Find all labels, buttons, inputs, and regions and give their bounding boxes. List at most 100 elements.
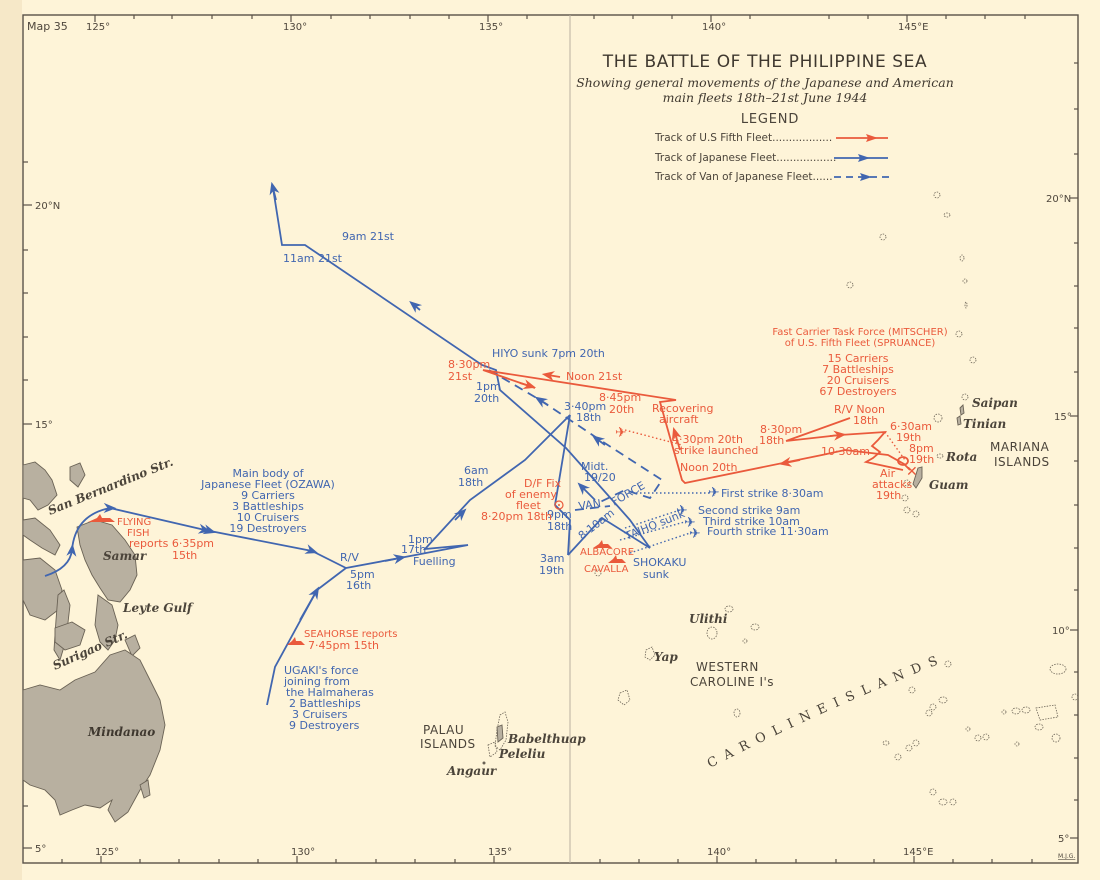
- label-fuelling: Fuelling: [413, 555, 456, 568]
- label-strike-launched-2: strike launched: [674, 444, 758, 457]
- label-1pm-20-2: 20th: [474, 392, 499, 405]
- label-rv-time-2: 16th: [346, 579, 371, 592]
- df-fix-icon: [554, 500, 564, 510]
- label-samar: Samar: [103, 549, 148, 563]
- cartographer-credit: M.J.G.: [1058, 853, 1075, 860]
- label-babelthuap: Babelthuap: [507, 732, 586, 746]
- map-subtitle-2: main fleets 18th–21st June 1944: [663, 90, 868, 105]
- svg-text:20 Cruisers: 20 Cruisers: [827, 374, 890, 387]
- label-albacore: ALBACORE: [580, 547, 634, 558]
- luzon-bicol: [22, 461, 58, 511]
- label-fourth-strike: Fourth strike 11·30am: [707, 525, 829, 538]
- label-9pm-2: 18th: [547, 520, 572, 533]
- paper-edge: [0, 0, 22, 880]
- top-lon-125: 125°: [86, 22, 110, 33]
- western-caroline-atolls: [594, 569, 760, 718]
- label-9am-21: 9am 21st: [342, 230, 395, 243]
- label-rv-noon-1: R/V Noon: [834, 403, 885, 416]
- label-fuelling-time-2: 17th: [401, 543, 426, 556]
- right-lat-10: 10°: [1052, 626, 1070, 637]
- label-van: VAN: [578, 497, 602, 513]
- us-strike-track: [624, 429, 683, 446]
- label-flying-fish-1: FLYING: [117, 517, 151, 528]
- caroline-atolls: [882, 660, 1079, 806]
- mindanao-island: [22, 649, 166, 823]
- map-title: THE BATTLE OF THE PHILIPPINE SEA: [602, 52, 928, 72]
- label-mariana-1: MARIANA: [990, 440, 1050, 454]
- plane-icon-second: ✈: [676, 503, 688, 519]
- us-fleet-track: ✕: [482, 369, 918, 484]
- label-630am-1: 6·30am: [890, 420, 932, 433]
- ugaki-force-label: UGAKI's force joining from the Halmahera…: [283, 664, 374, 732]
- us-strike-plane-icon: ✈: [615, 425, 627, 441]
- svg-text:Main body of: Main body of: [232, 467, 304, 480]
- plane-icon-first: ✈: [708, 485, 720, 501]
- legend-item-japanese-fleet: Track of Japanese Fleet.................…: [654, 152, 888, 164]
- japanese-main-body-label: Main body of Japanese Fleet (OZAWA) 9 Ca…: [200, 467, 335, 535]
- label-rv-noon-2: 18th: [853, 414, 878, 427]
- bottom-lon-130: 130°: [291, 847, 315, 858]
- label-angaur: Angaur: [446, 764, 498, 778]
- guam-island: [912, 466, 923, 489]
- label-flying-fish-2: FISH: [127, 528, 150, 539]
- label-second-strike: Second strike 9am: [698, 504, 800, 517]
- label-palau-2: ISLANDS: [420, 737, 476, 751]
- label-1pm-20-1: 1pm: [476, 380, 501, 393]
- svg-text:Track of Japanese Fleet.......: Track of Japanese Fleet.................…: [654, 152, 836, 164]
- label-mindanao: Mindanao: [87, 725, 155, 739]
- label-noon-20: Noon 20th: [680, 461, 737, 474]
- label-df-fix-4: 8·20pm 18th: [481, 510, 552, 523]
- japanese-fleet-track: [44, 181, 664, 706]
- label-guam: Guam: [929, 478, 968, 492]
- label-flying-fish-3: reports 6·35pm: [129, 537, 214, 550]
- label-11am-21: 11am 21st: [283, 252, 343, 265]
- bottom-lon-140: 140°: [707, 847, 731, 858]
- bottom-lon-145: 145°E: [903, 847, 933, 858]
- label-shokaku-2: sunk: [643, 568, 670, 581]
- right-lat-5: 5°: [1058, 834, 1069, 845]
- label-yap: Yap: [654, 650, 678, 664]
- map-number: Map 35: [27, 20, 68, 33]
- label-6am-2: 18th: [458, 476, 483, 489]
- label-3am-2: 19th: [539, 564, 564, 577]
- label-830pm-21-2: 21st: [448, 370, 473, 383]
- label-830pm-18-2: 18th: [759, 434, 784, 447]
- top-lon-135: 135°: [479, 22, 503, 33]
- top-lon-130: 130°: [283, 22, 307, 33]
- label-rv: R/V: [340, 551, 359, 564]
- label-8pm-19-1: 8pm: [909, 442, 934, 455]
- submarine-seahorse-icon: [287, 637, 305, 645]
- svg-text:3 Cruisers: 3 Cruisers: [292, 708, 348, 721]
- legend-heading: LEGEND: [741, 112, 799, 127]
- left-axis-ticks: [23, 161, 32, 849]
- svg-text:9 Destroyers: 9 Destroyers: [289, 719, 360, 732]
- label-western-caroline-1: WESTERN: [696, 660, 759, 674]
- legend-item-us-fleet: Track of U.S Fifth Fleet................…: [654, 132, 888, 144]
- plane-icon-third: ✈: [684, 515, 696, 531]
- svg-text:19 Destroyers: 19 Destroyers: [229, 522, 307, 535]
- label-leyte-gulf: Leyte Gulf: [122, 601, 194, 615]
- left-lat-5: 5°: [35, 844, 46, 855]
- masbate: [22, 517, 61, 556]
- dinagat: [124, 634, 141, 657]
- label-recovering-2: aircraft: [659, 413, 699, 426]
- label-845pm-2: 20th: [609, 403, 634, 416]
- label-ulithi: Ulithi: [689, 612, 728, 626]
- japanese-air-strikes: ✈ ✈ ✈ ✈: [619, 485, 720, 554]
- submarine-albacore-icon: [593, 540, 612, 548]
- label-845pm-1: 8·45pm: [599, 391, 641, 404]
- title-block: THE BATTLE OF THE PHILIPPINE SEA Showing…: [576, 52, 954, 127]
- bohol: [54, 621, 86, 651]
- label-flying-fish-4: 15th: [172, 549, 197, 562]
- svg-text:67 Destroyers: 67 Destroyers: [819, 385, 897, 398]
- rota-island: [936, 453, 944, 459]
- svg-text:UGAKI's force: UGAKI's force: [284, 664, 359, 677]
- label-peleliu: Peleliu: [498, 747, 546, 761]
- mindanao-islet: [139, 779, 151, 799]
- catanduanes: [69, 462, 86, 488]
- label-340pm-1: 3·40pm: [564, 400, 606, 413]
- bottom-lon-125: 125°: [95, 847, 119, 858]
- svg-text:Japanese Fleet (OZAWA): Japanese Fleet (OZAWA): [200, 478, 335, 491]
- submarine-cavalla-icon: [608, 555, 626, 563]
